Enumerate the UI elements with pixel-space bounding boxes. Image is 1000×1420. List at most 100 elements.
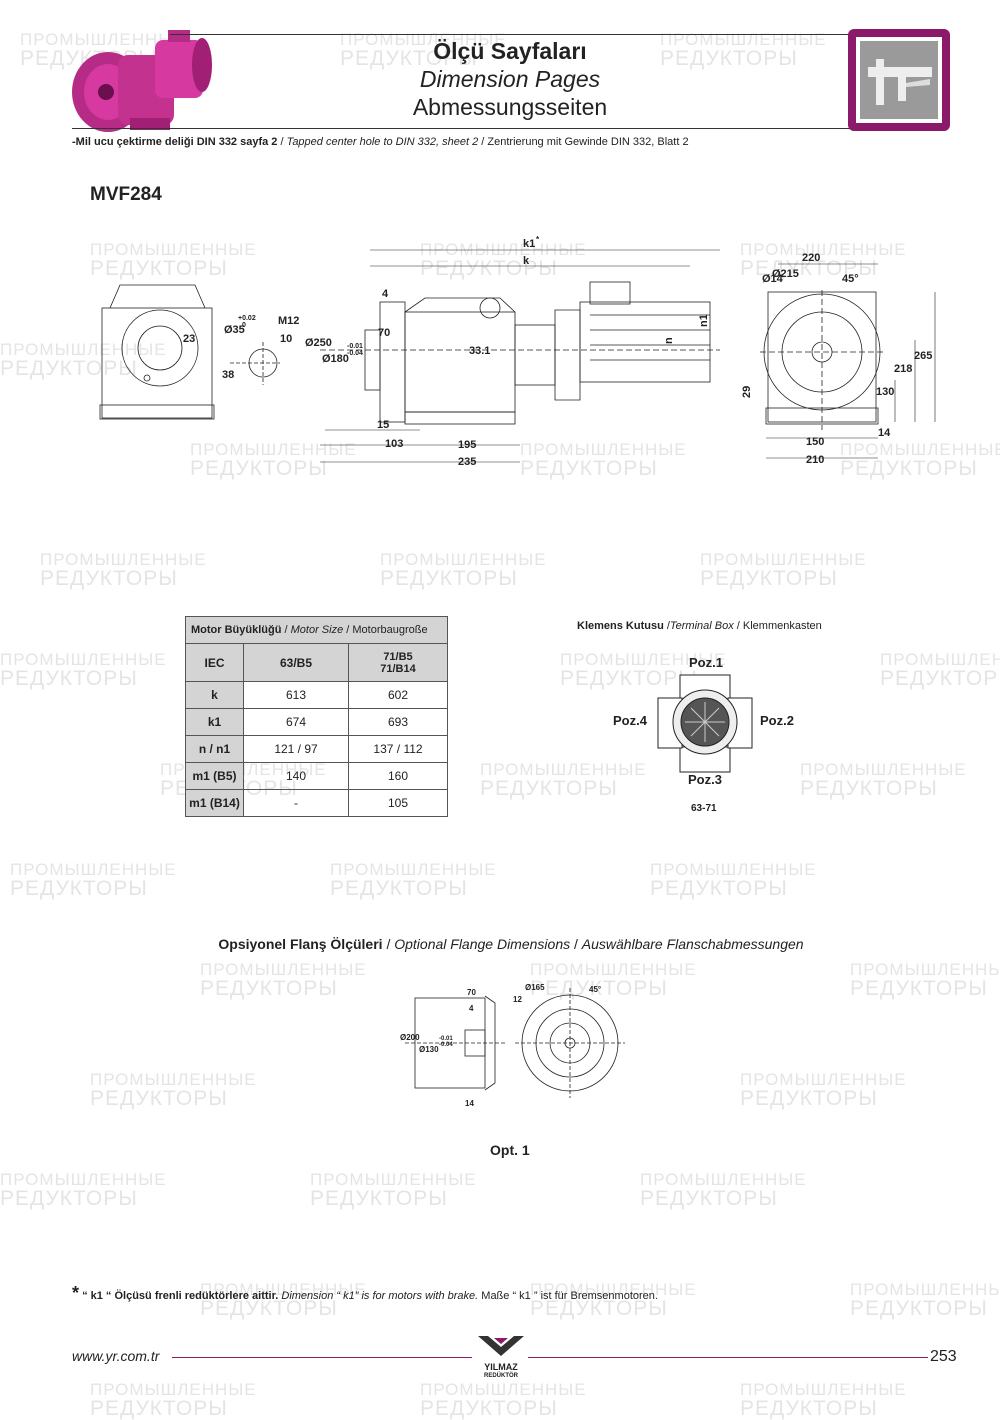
dim-195: 195: [458, 439, 476, 451]
dim-4: 4: [382, 288, 389, 300]
row-label: m1 (B5): [185, 762, 244, 790]
dim-n1: n1: [698, 314, 710, 327]
dim-220: 220: [802, 252, 820, 264]
optional-flange-caption: Opt. 1: [490, 1142, 530, 1158]
dim-tol-b: -0.04: [347, 350, 363, 357]
terminal-box-title: Klemens Kutusu /Terminal Box / Klemmenka…: [577, 620, 822, 632]
dimension-drawing: k1 * k n n1 Ø35 +0.02 0 M12 10 23 38 4 7…: [99, 235, 936, 468]
dim-d215: Ø215: [772, 268, 799, 280]
table-cell: 121 / 97: [243, 735, 349, 763]
optional-flange-title: Opsiyonel Flanş Ölçüleri / Optional Flan…: [218, 936, 804, 952]
dim-d250: Ø250: [305, 337, 332, 349]
page-title-tr: Ölçü Sayfaları: [433, 38, 587, 64]
flange-dim-d165: Ø165: [525, 983, 545, 992]
dim-k1: k1: [523, 238, 535, 250]
poz-1-label: Poz.1: [689, 655, 723, 670]
dim-218: 218: [894, 363, 912, 375]
table-header-cell: 71/B5 71/B14: [348, 643, 448, 682]
flange-dim-d200: Ø200: [400, 1033, 420, 1042]
table-header-cell: IEC: [185, 643, 244, 682]
flange-dim-4: 4: [469, 1004, 474, 1013]
dim-tol-plus: +0.02: [238, 315, 256, 322]
model-code: MVF284: [90, 184, 162, 205]
poz-2-label: Poz.2: [760, 713, 794, 728]
page-title-en: Dimension Pages: [419, 66, 601, 92]
table-cell: 137 / 112: [348, 735, 448, 763]
table-row: m1 (B5) 140 160: [185, 762, 448, 790]
shaft-detail: [230, 342, 280, 385]
table-row: n / n1 121 / 97 137 / 112: [185, 735, 448, 763]
table-cell: 613: [243, 681, 349, 709]
table-row: m1 (B14) - 105: [185, 789, 448, 817]
page-title-de: Abmessungsseiten: [412, 94, 608, 120]
dim-70: 70: [378, 327, 390, 339]
table-row: k1 674 693: [185, 708, 448, 736]
table-caption: Motor Büyüklüğü / Motor Size / Motorbaug…: [185, 616, 448, 644]
dim-45-deg: 45°: [842, 273, 859, 285]
table-cell: -: [243, 789, 349, 817]
poz-3-label: Poz.3: [688, 772, 722, 787]
table-row: k 613 602: [185, 681, 448, 709]
flange-dim-70: 70: [467, 988, 476, 997]
yilmaz-logo: [478, 1336, 524, 1356]
dim-23: 23: [183, 333, 195, 345]
caliper-icon: [848, 29, 950, 131]
table-cell: 674: [243, 708, 349, 736]
row-label: m1 (B14): [185, 789, 244, 817]
flange-dim-45-deg: 45°: [589, 985, 601, 994]
footnote: * “ k1 “ Ölçüsü frenli redüktörlere aitt…: [72, 1283, 658, 1303]
dim-150: 150: [806, 436, 824, 448]
row-label: k: [185, 681, 244, 709]
dim-14: 14: [878, 427, 891, 439]
dimension-lines: [320, 249, 936, 463]
gear-motor-side-view: [320, 281, 720, 425]
table-cell: 105: [348, 789, 448, 817]
dim-235: 235: [458, 456, 476, 468]
footer-rule-right: [528, 1357, 928, 1358]
flange-dim-14: 14: [465, 1099, 474, 1108]
dim-k1-star: *: [536, 235, 540, 244]
dim-265: 265: [914, 350, 932, 362]
dim-n: n: [663, 337, 675, 344]
row-label: n / n1: [185, 735, 244, 763]
dim-130: 130: [876, 386, 894, 398]
dim-tol-zero: 0: [242, 322, 246, 329]
gear-motor-front-view: [760, 290, 884, 430]
page-number: 253: [930, 1348, 957, 1365]
dim-d180: Ø180: [322, 353, 349, 365]
dim-10: 10: [280, 333, 292, 345]
flange-dim-d130: Ø130: [419, 1045, 439, 1054]
dim-15: 15: [377, 419, 389, 431]
footer-url[interactable]: www.yr.com.tr: [72, 1348, 160, 1364]
center-hole-note: -Mil ucu çektirme deliği DIN 332 sayfa 2…: [72, 136, 689, 148]
dim-m12: M12: [278, 315, 299, 327]
table-cell: 140: [243, 762, 349, 790]
header-rule-top: [170, 34, 850, 35]
dim-210: 210: [806, 454, 824, 466]
dim-38: 38: [222, 369, 234, 381]
dim-29: 29: [741, 386, 753, 398]
footer-rule-left: [172, 1357, 472, 1358]
brand-name: YILMAZ: [484, 1362, 518, 1372]
dim-tol-a: -0.01: [347, 343, 363, 350]
motor-size-table: Motor Büyüklüğü / Motor Size / Motorbaug…: [185, 616, 448, 817]
brand-subtitle: REDÜKTÖR: [484, 1373, 518, 1379]
optional-flange-drawing: 70 4 Ø200 Ø130 -0.01 -0.04 14 Ø165 12 45…: [400, 983, 625, 1108]
flange-dim-12: 12: [513, 995, 522, 1004]
